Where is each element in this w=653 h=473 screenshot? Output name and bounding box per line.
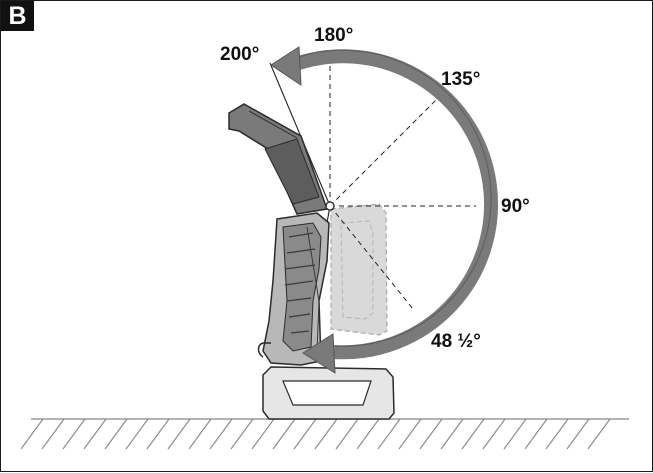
- curved-arrow-icon: [270, 46, 499, 374]
- hatch-line: [104, 418, 128, 450]
- hatch-line: [335, 418, 359, 450]
- hatch-line: [125, 418, 149, 450]
- hatch-line: [41, 418, 65, 450]
- hatch-line: [188, 418, 212, 450]
- hatch-line: [461, 418, 485, 450]
- hatch-line: [482, 418, 506, 450]
- hatch-line: [251, 418, 275, 450]
- hatch-line: [209, 418, 233, 450]
- angle-label-200: 200°: [220, 44, 259, 65]
- hatch-line: [293, 418, 317, 450]
- hatch-line: [503, 418, 527, 450]
- hatch-line: [272, 418, 296, 450]
- hatch-line: [545, 418, 569, 450]
- hatch-line: [440, 418, 464, 450]
- hatch-line: [419, 418, 443, 450]
- hatch-line: [398, 418, 422, 450]
- work-light-icon: [228, 103, 395, 420]
- angle-label-48-half: 48 ½°: [431, 331, 481, 352]
- hatch-line: [356, 418, 380, 450]
- hatch-line: [230, 418, 254, 450]
- angle-guides: [329, 51, 476, 310]
- hatch-line: [83, 418, 107, 450]
- hatch-line: [377, 418, 401, 450]
- hatch-line: [20, 418, 44, 450]
- hatch-line: [167, 418, 191, 450]
- hatch-line: [566, 418, 590, 450]
- angle-label-90: 90°: [501, 196, 530, 217]
- ground-hatching-icon: [20, 418, 629, 450]
- angle-label-135: 135°: [441, 69, 480, 90]
- hatch-line: [314, 418, 338, 450]
- hatch-line: [62, 418, 86, 450]
- angle-label-180: 180°: [314, 25, 353, 46]
- hatch-line: [587, 418, 611, 450]
- hatch-line: [524, 418, 548, 450]
- ghost-lamp-head: [330, 203, 388, 336]
- hatch-line: [146, 418, 170, 450]
- figure-tag: B: [1, 1, 34, 31]
